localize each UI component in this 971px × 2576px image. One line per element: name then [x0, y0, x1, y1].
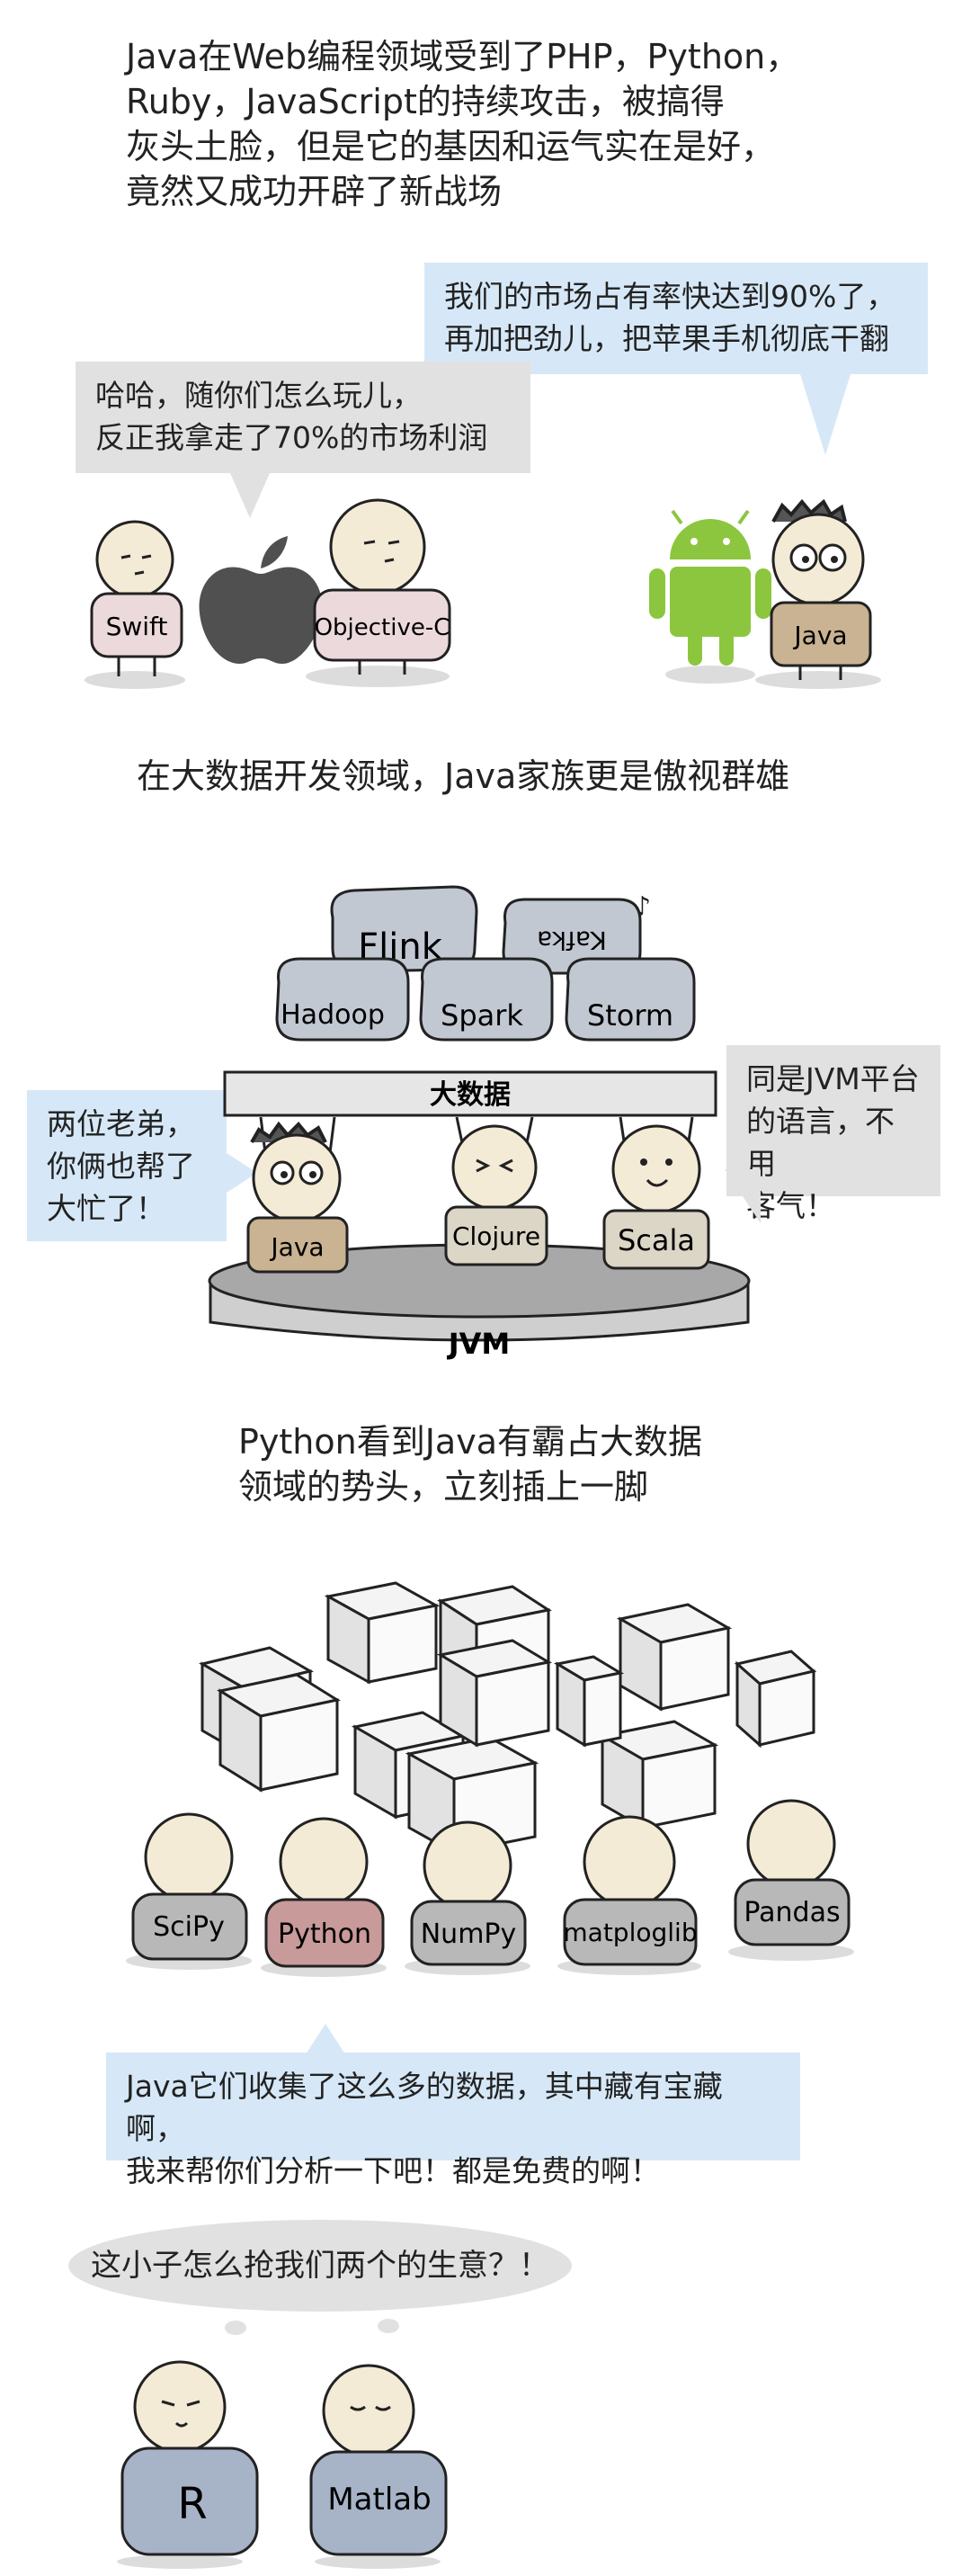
mobile-scene: Swift Objective-C Java [85, 498, 881, 689]
storm-label: Storm [587, 998, 673, 1033]
android-robot [649, 509, 771, 666]
storm-stone: Storm [565, 957, 696, 1042]
bigdata-board-label: 大数据 [430, 1079, 511, 1111]
python-scene: SciPy Python NumPy matploglib Pandas [126, 1581, 854, 1977]
python-treasure-bubble: Java它们收集了这么多的数据，其中藏有宝藏啊， 我来帮你们分析一下吧！都是免费… [106, 2053, 800, 2188]
swift-label: Swift [106, 612, 168, 641]
hadoop-label: Hadoop [281, 999, 385, 1031]
swift-objc-bubble: 哈哈，随你们怎么玩儿， 反正我拿走了70%的市场利润 [76, 362, 530, 473]
spark-stone: Spark [419, 957, 554, 1042]
hadoop-stone: Hadoop [275, 957, 410, 1042]
thought-dot-2 [378, 2319, 399, 2333]
matplotlib-label: matploglib [563, 1918, 697, 1947]
python-treasure-bubble-tail [306, 2024, 345, 2054]
java-android-bubble-tail [800, 374, 851, 455]
clojure-label: Clojure [452, 1221, 540, 1251]
swift-shadow [85, 671, 185, 689]
objc-character: Objective-C [313, 498, 451, 675]
python-caption: Python看到Java有霸占大数据 领域的势头，立刻插上一脚 [238, 1422, 702, 1507]
r-matlab-thought-bubble [68, 2220, 572, 2312]
python-label: Python [278, 1919, 371, 1950]
java-character-2: Java [246, 1116, 349, 1274]
pandas-character: Pandas [728, 1799, 854, 1961]
scala-character: Scala [602, 1116, 710, 1270]
bigdata-caption: 在大数据开发领域，Java家族更是傲视群雄 [137, 756, 790, 796]
matplotlib-character: matploglib [557, 1815, 701, 1975]
java-label-2: Java [269, 1232, 324, 1262]
swift-objc-bubble-tail [230, 473, 270, 518]
pandas-label: Pandas [744, 1897, 840, 1928]
matlab-character: Matlab [309, 2364, 448, 2569]
java-android-bubble: 我们的市场占有率快达到90%了， 再加把劲儿，把苹果手机彻底干翻 [424, 263, 928, 374]
swift-character: Swift [90, 520, 183, 676]
matlab-label: Matlab [327, 2482, 431, 2518]
data-cubes [198, 1581, 817, 1856]
bigdata-scene: ~♪ Flink Kafka Hadoop Spark Storm 大数据 JV… [208, 885, 751, 1361]
java-thanks-bubble-tail [227, 1153, 257, 1193]
jvm-label: JVM [447, 1327, 511, 1361]
android-shadow [665, 666, 755, 684]
objc-label: Objective-C [315, 614, 450, 641]
numpy-label: NumPy [421, 1919, 517, 1950]
spark-label: Spark [441, 998, 523, 1033]
jvm-platform: JVM [208, 1243, 751, 1361]
objc-shadow [306, 666, 450, 687]
java-character-1: Java [770, 498, 872, 680]
scipy-label: SciPy [153, 1911, 225, 1943]
python-character: Python [261, 1817, 387, 1977]
numpy-character: NumPy [405, 1820, 530, 1975]
thought-dot-1 [225, 2321, 246, 2335]
apple-logo [199, 536, 323, 664]
intro-caption: Java在Web编程领域受到了PHP，Python， Ruby，JavaScri… [126, 37, 800, 211]
bigdata-board: 大数据 [223, 1070, 717, 1117]
java-shadow [755, 671, 881, 689]
scipy-character: SciPy [126, 1812, 252, 1970]
r-matlab-scene: R Matlab [117, 2360, 448, 2569]
java-thanks-bubble: 两位老弟， 你俩也帮了 大忙了！ [27, 1090, 227, 1241]
scala-reply-bubble: 同是JVM平台 的语言，不用 客气！ [726, 1045, 940, 1223]
java-label-1: Java [792, 621, 847, 650]
scala-reply-bubble-tail [725, 1169, 761, 1223]
r-matlab-thought-text: 这小子怎么抢我们两个的生意？！ [91, 2248, 549, 2284]
kafka-label: Kafka [537, 926, 607, 955]
r-label: R [177, 2479, 207, 2529]
scala-label: Scala [618, 1223, 695, 1257]
clojure-character: Clojure [444, 1116, 548, 1266]
r-character: R [117, 2360, 259, 2569]
